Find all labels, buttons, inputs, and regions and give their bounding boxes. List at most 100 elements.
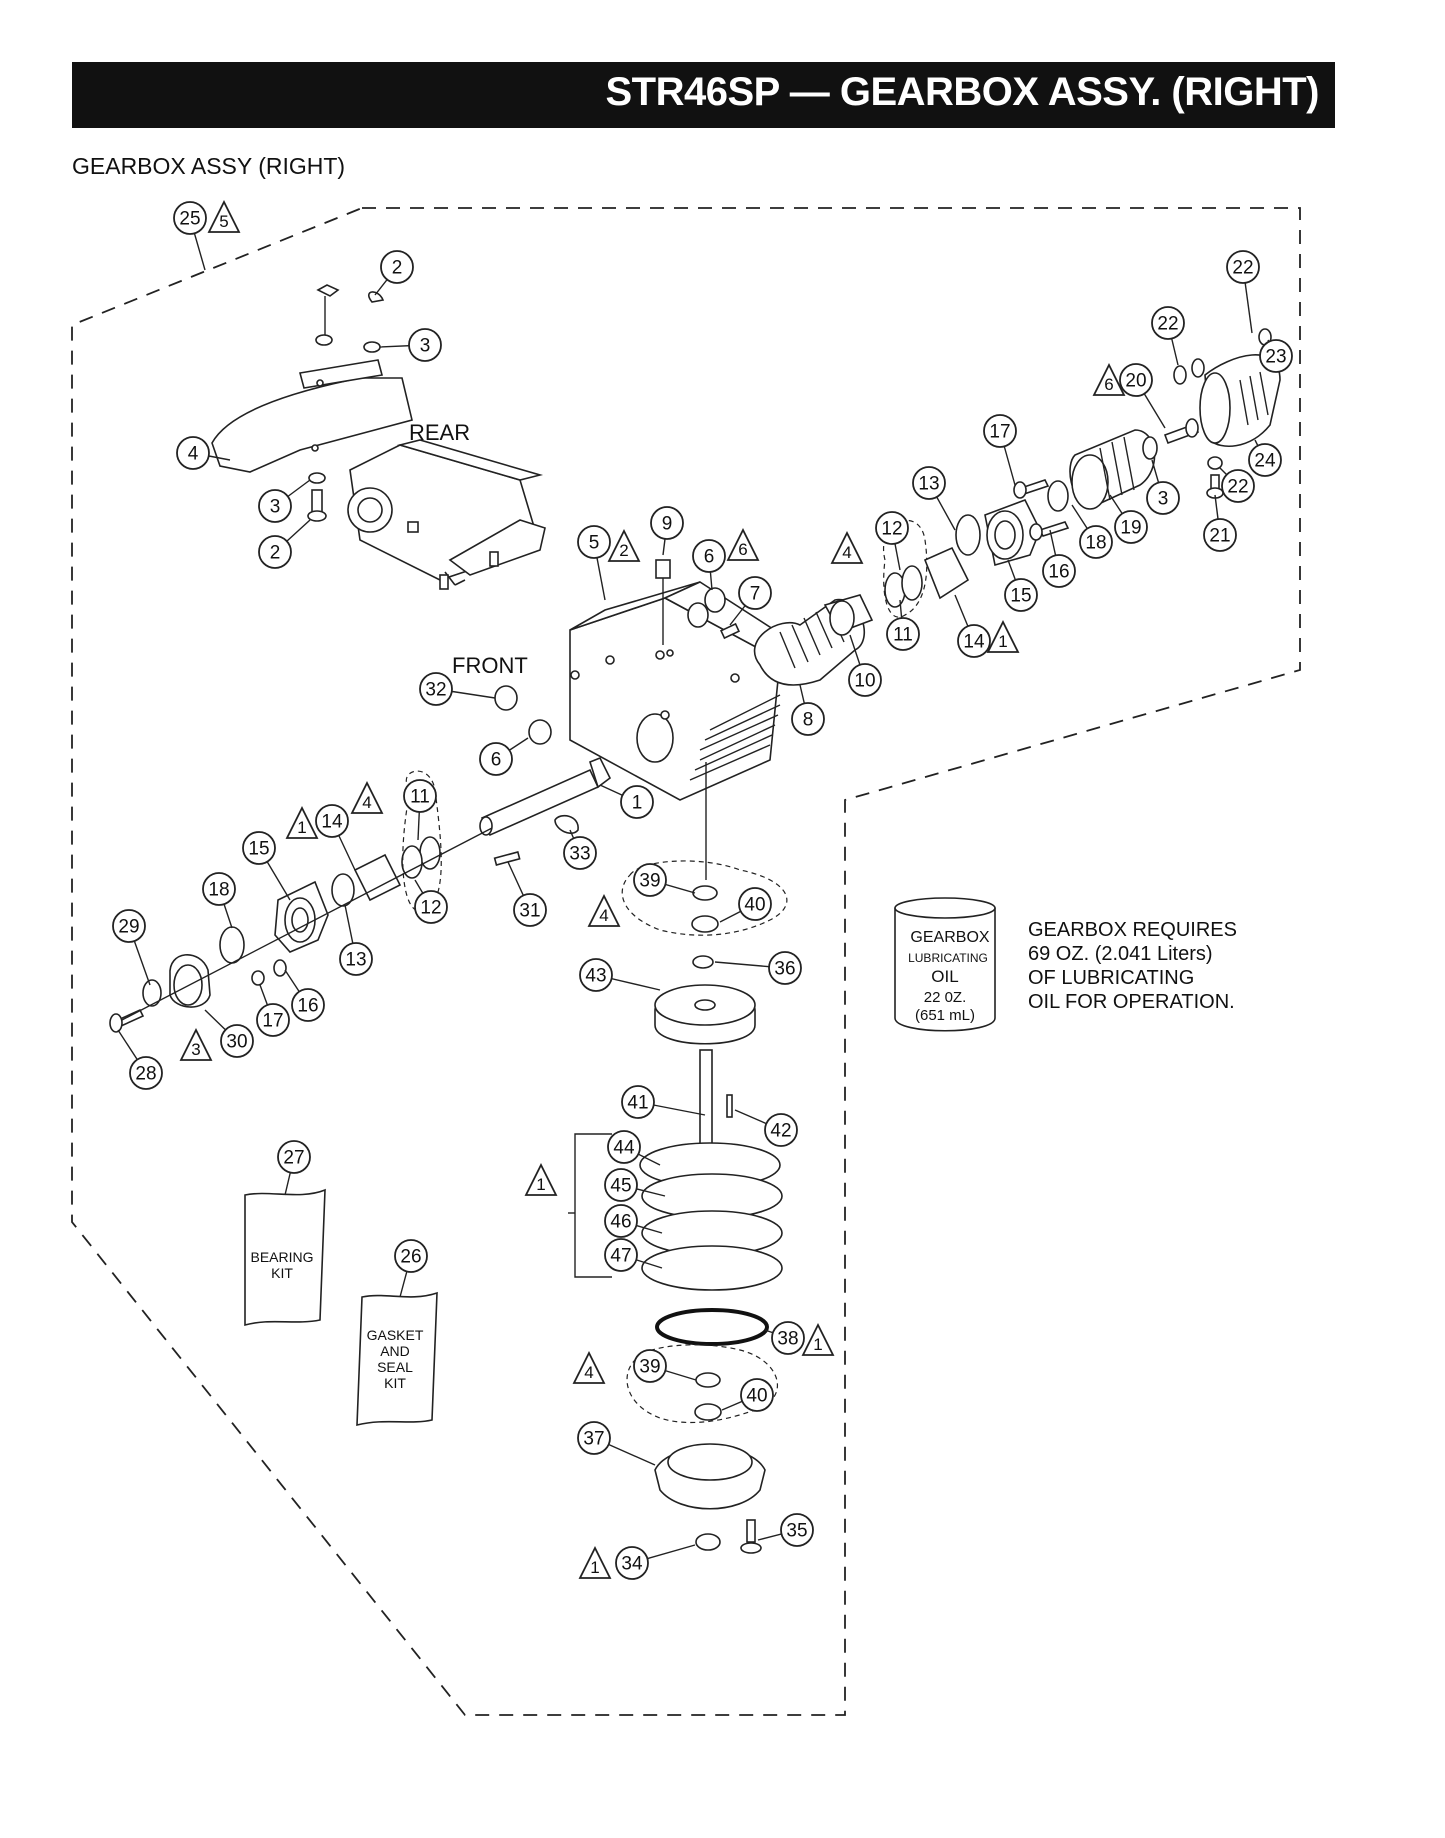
sprocket-guard: [1199, 354, 1281, 447]
callout-circle: [633, 863, 667, 897]
callout-12: 12: [414, 890, 448, 924]
hub: [169, 954, 211, 1008]
callout-circle: [403, 779, 437, 813]
note-triangle-shape: [830, 530, 864, 564]
callout-40: 40: [740, 1378, 774, 1412]
callout-circle: [419, 672, 453, 706]
note-triangle-shape: [350, 780, 384, 814]
callout-9: 9: [650, 506, 684, 540]
callout-6: 6: [692, 539, 726, 573]
snap-ring: [692, 955, 714, 969]
note-triangle-4: 4: [350, 780, 384, 814]
callout-circle: [256, 1003, 290, 1037]
bearing-kit: BEARING KIT: [244, 1188, 326, 1327]
note-number: 1: [998, 632, 1007, 651]
note-triangle-1: 1: [285, 805, 319, 839]
note-number: 1: [590, 1558, 599, 1577]
race-upper: [691, 915, 719, 933]
oil-requirement-note: GEARBOX REQUIRES 69 OZ. (2.041 Liters) O…: [1028, 918, 1237, 1014]
gasket-kit-line1: GASKET: [367, 1327, 424, 1343]
callout-22: 22: [1151, 306, 1185, 340]
oil-note-line4: OIL FOR OPERATION.: [1028, 991, 1235, 1013]
callout-number: 41: [627, 1093, 648, 1114]
seal-left: [219, 926, 245, 964]
callout-circle: [886, 617, 920, 651]
oil-can: GEARBOX LUBRICATING OIL 22 0Z. (651 mL): [894, 897, 996, 1032]
callout-circle: [771, 1321, 805, 1355]
callout-number: 6: [704, 547, 715, 568]
callout-25: 25: [173, 201, 207, 235]
callout-30: 30: [220, 1024, 254, 1058]
callout-number: 25: [179, 209, 200, 230]
callout-36: 36: [768, 951, 802, 985]
callout-number: 11: [893, 625, 913, 646]
note-triangle-shape: [607, 528, 641, 562]
callout-34: 34: [615, 1546, 649, 1580]
callout-number: 39: [639, 871, 660, 892]
callout-4: 4: [176, 436, 210, 470]
callout-circle: [258, 535, 292, 569]
callout-number: 31: [519, 901, 540, 922]
callout-number: 45: [610, 1176, 631, 1197]
callout-14: 14: [957, 624, 991, 658]
callout-18: 18: [202, 872, 236, 906]
callout-number: 7: [750, 584, 761, 605]
callout-10: 10: [848, 663, 882, 697]
oil-can-line5: (651 mL): [915, 1007, 975, 1024]
race-lower: [694, 1403, 722, 1421]
callout-circle: [848, 663, 882, 697]
callout-circle: [1114, 510, 1148, 544]
callout-number: 30: [226, 1032, 247, 1053]
callout-circle: [577, 525, 611, 559]
o-ring-right: [955, 514, 981, 556]
callout-number: 5: [589, 533, 600, 554]
callout-number: 17: [989, 422, 1010, 443]
callout-number: 3: [1158, 489, 1169, 510]
note-triangle-shape: [726, 527, 760, 561]
callout-15: 15: [1004, 578, 1038, 612]
note-triangle-1: 1: [986, 619, 1020, 653]
note-triangle-2: 2: [607, 528, 641, 562]
oil-can-line4: 22 0Z.: [924, 989, 967, 1006]
note-triangle-shape: [572, 1350, 606, 1384]
callout-circle: [173, 201, 207, 235]
gasket-stack: [639, 1142, 783, 1291]
callout-circle: [604, 1168, 638, 1202]
callout-number: 16: [297, 996, 318, 1017]
callout-number: 28: [135, 1064, 156, 1085]
callout-circle: [738, 576, 772, 610]
callout-number: 17: [262, 1011, 283, 1032]
callout-28: 28: [129, 1056, 163, 1090]
key-shaft: [554, 814, 579, 835]
callout-circle: [875, 511, 909, 545]
callout-2: 2: [380, 250, 414, 284]
callout-circle: [579, 958, 613, 992]
callout-circle: [1079, 525, 1113, 559]
callout-number: 44: [613, 1138, 635, 1159]
callout-16: 16: [1042, 554, 1076, 588]
callout-circle: [513, 893, 547, 927]
end-cover: [654, 1443, 766, 1510]
oil-can-line3: OIL: [931, 967, 958, 986]
callout-number: 10: [854, 671, 875, 692]
note-triangle-4: 4: [572, 1350, 606, 1384]
callout-number: 40: [744, 895, 765, 916]
key-small: [493, 851, 521, 866]
plug: [655, 559, 671, 579]
callout-circle: [176, 436, 210, 470]
bearing-upper: [692, 885, 718, 901]
callout-circle: [258, 489, 292, 523]
callout-number: 2: [392, 258, 403, 279]
callout-number: 22: [1157, 314, 1178, 335]
callout-number: 18: [1085, 533, 1106, 554]
callout-23: 23: [1259, 339, 1293, 373]
callout-circle: [1259, 339, 1293, 373]
callout-circle: [740, 1378, 774, 1412]
assembly-boundary: [71, 207, 1301, 1716]
callout-circle: [1248, 443, 1282, 477]
callout-24: 24: [1248, 443, 1282, 477]
callout-circle: [1004, 578, 1038, 612]
callout-circle: [291, 988, 325, 1022]
callout-number: 42: [770, 1121, 791, 1142]
